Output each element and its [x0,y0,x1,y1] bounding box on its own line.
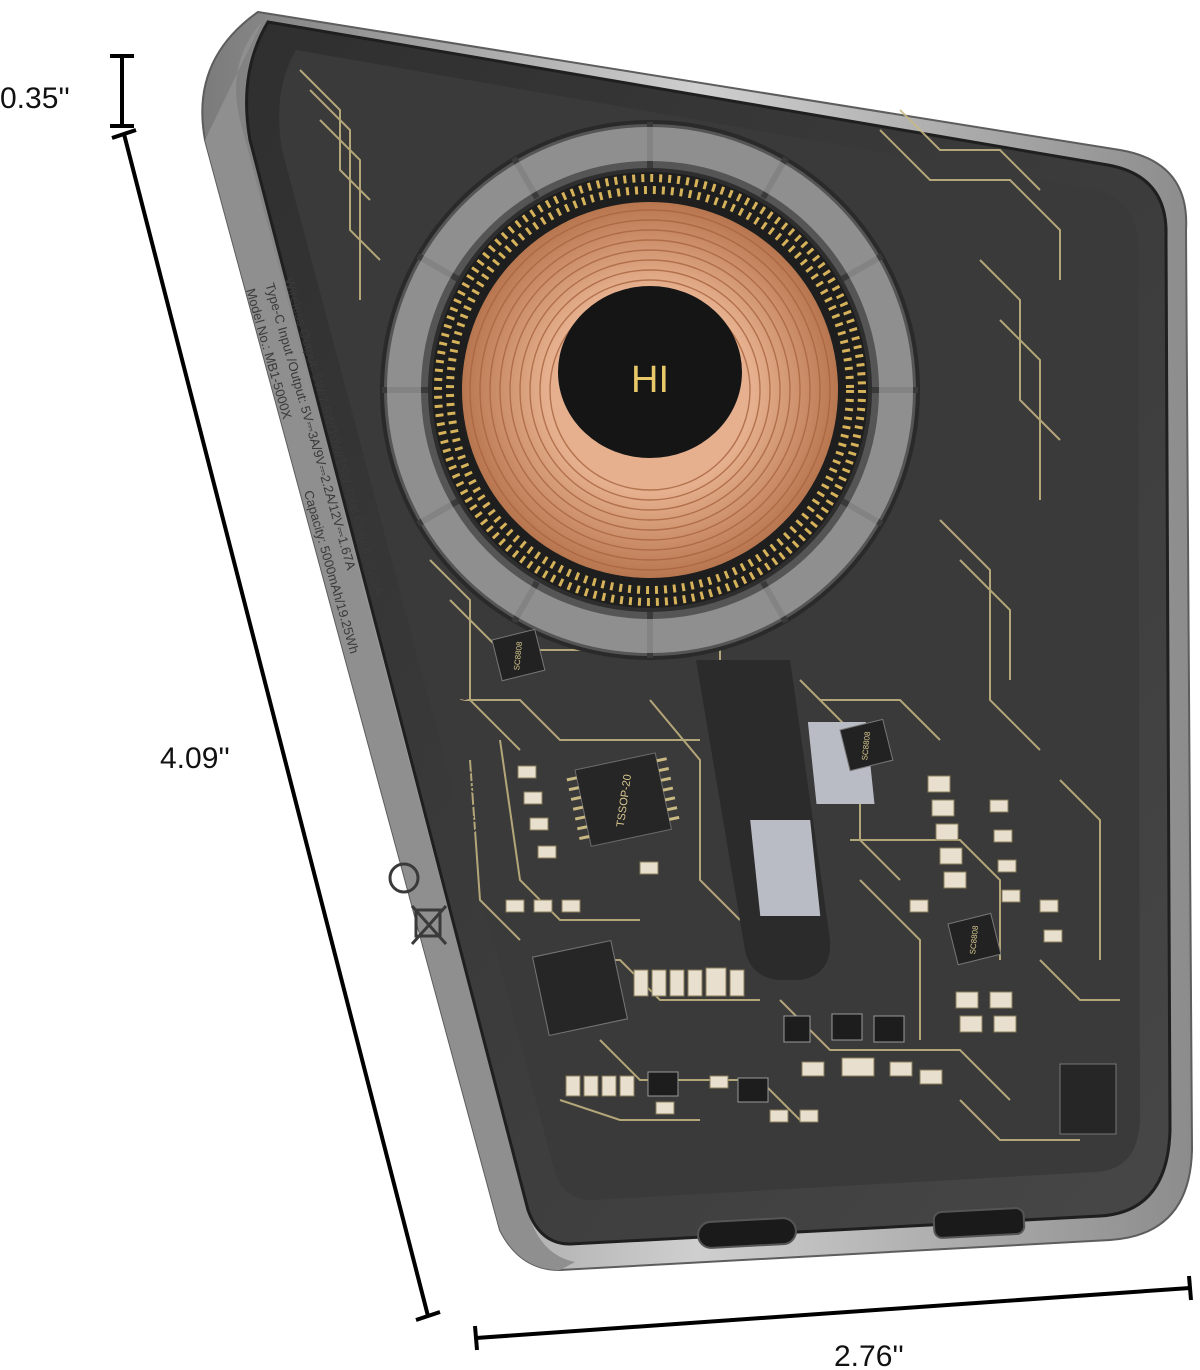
chip-label-sc8808-b: SC8808 [860,731,872,761]
usb-c-port-right [932,1207,1026,1239]
coil-center [558,286,742,458]
thickness-label: 0.35'' [0,82,70,115]
height-label: 4.09'' [160,742,230,775]
tail-magnet-bottom [750,820,821,916]
logo-text: HI [631,359,669,401]
chip-sc8808-a: SC8808 [491,628,546,682]
usb-c-port-left [697,1217,797,1249]
chip-label-sc8808-a: SC8808 [512,641,524,671]
recycle-icon [388,862,420,894]
chip-label-sc8808-c: SC8808 [968,925,980,955]
smd-components [505,765,1063,1123]
ports [697,1207,1026,1249]
chip-small-right [1059,1063,1117,1135]
weee-bin-icon [410,904,448,946]
chip-sc8808-b: SC8808 [839,718,894,772]
chip-tssop: TSSOP-20 [566,752,680,847]
wireless-coil: HI [432,172,868,608]
chip-sc8808-c: SC8808 [947,912,1002,966]
transistors [647,1013,905,1103]
chips: TSSOP-20 SC8808 SC8808 SC8808 [491,628,1117,1135]
dimension-height [111,128,441,1322]
dimension-thickness [110,54,134,128]
dimension-width [473,1275,1193,1351]
side-wall [205,22,575,1270]
chip-large [531,939,629,1037]
width-label: 2.76'' [834,1340,904,1370]
